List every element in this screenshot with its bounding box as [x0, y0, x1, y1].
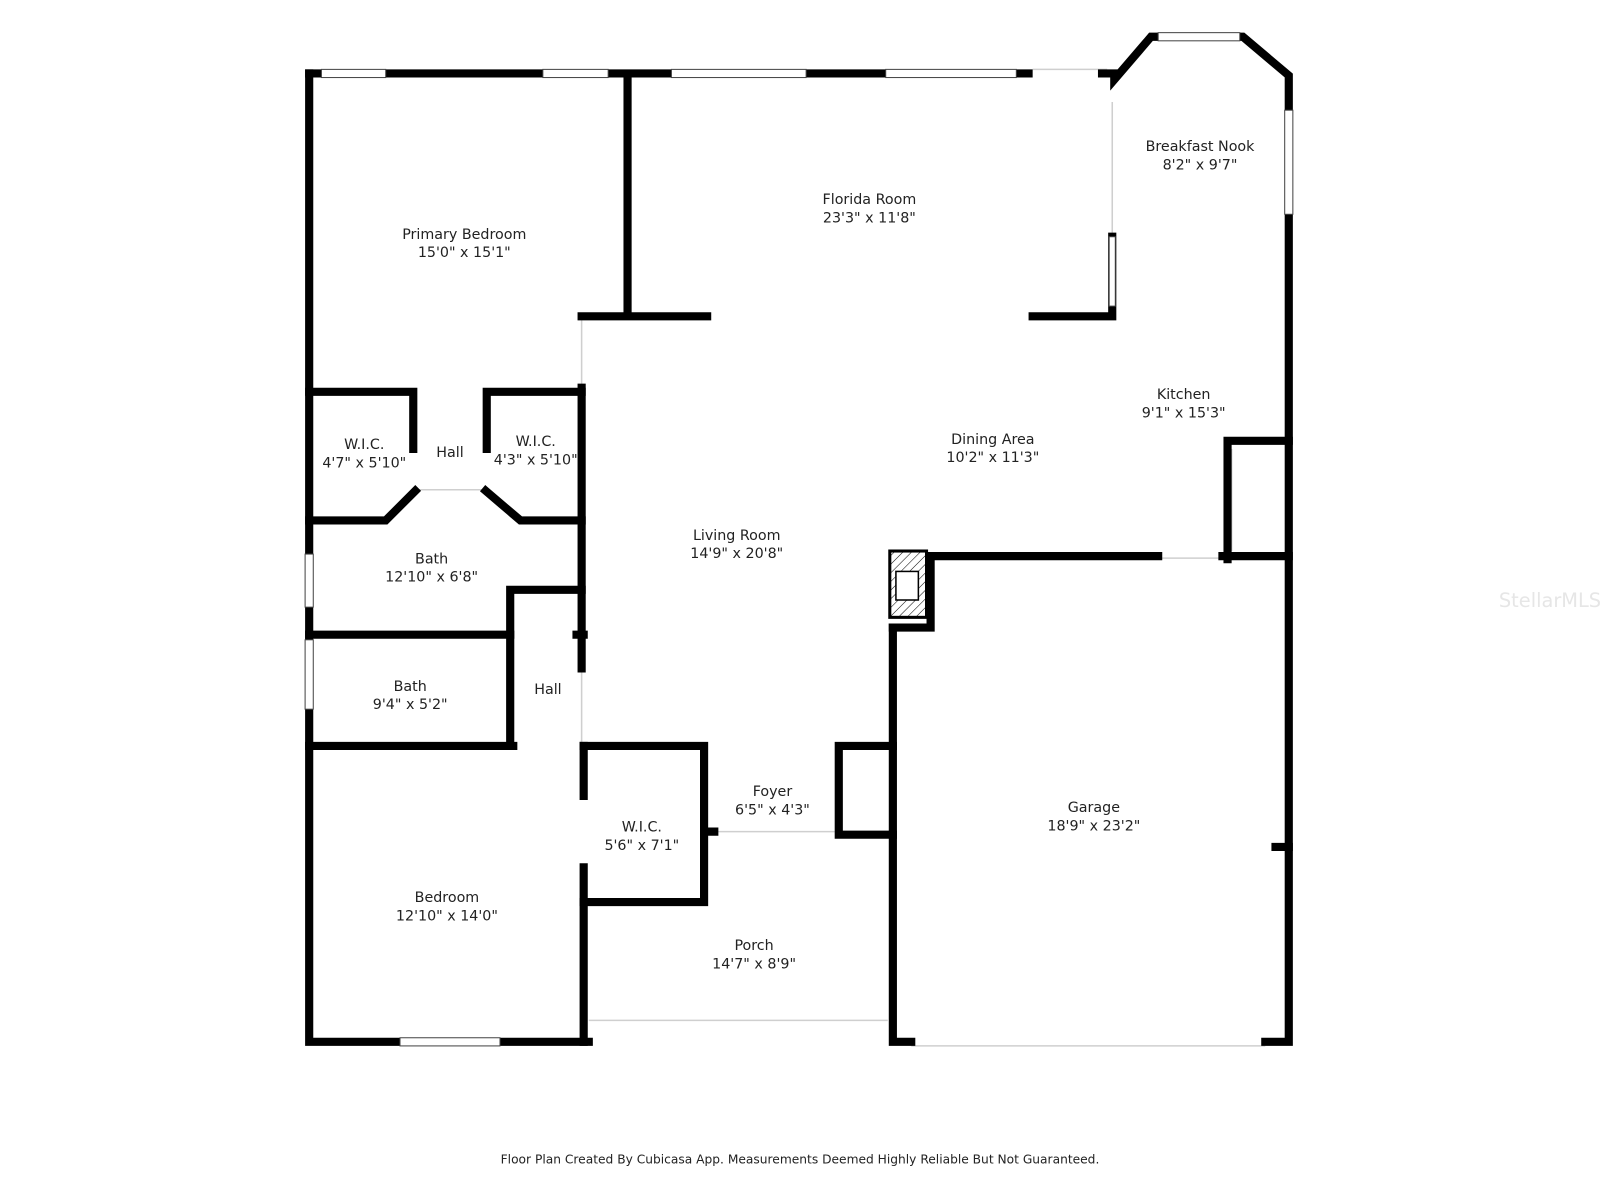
- room-florida-room: Florida Room 23'3" x 11'8": [823, 192, 917, 226]
- room-wic-1: W.I.C. 4'7" x 5'10": [322, 437, 406, 471]
- room-garage: Garage 18'9" x 23'2": [1047, 800, 1140, 834]
- room-bath-1: Bath 12'10" x 6'8": [385, 551, 478, 585]
- svg-text:Garage: Garage: [1068, 800, 1120, 816]
- svg-text:9'1" x 15'3": 9'1" x 15'3": [1142, 405, 1226, 421]
- svg-text:Breakfast Nook: Breakfast Nook: [1146, 139, 1256, 155]
- svg-text:W.I.C.: W.I.C.: [622, 820, 662, 836]
- room-hall-2: Hall: [534, 682, 561, 698]
- svg-text:18'9" x 23'2": 18'9" x 23'2": [1047, 819, 1140, 835]
- svg-text:W.I.C.: W.I.C.: [344, 437, 384, 453]
- room-hall-1: Hall: [436, 445, 463, 461]
- svg-text:Hall: Hall: [534, 682, 561, 698]
- svg-text:14'9" x 20'8": 14'9" x 20'8": [690, 546, 783, 562]
- svg-text:12'10" x 6'8": 12'10" x 6'8": [385, 570, 478, 586]
- svg-text:Bath: Bath: [394, 679, 427, 695]
- svg-text:6'5" x 4'3": 6'5" x 4'3": [735, 802, 810, 818]
- svg-text:10'2" x 11'3": 10'2" x 11'3": [946, 450, 1039, 466]
- svg-text:Porch: Porch: [734, 938, 773, 954]
- fireplace: [888, 549, 929, 619]
- svg-text:8'2" x 9'7": 8'2" x 9'7": [1163, 157, 1238, 173]
- room-wic-2: W.I.C. 4'3" x 5'10": [494, 434, 578, 468]
- svg-text:12'10" x 14'0": 12'10" x 14'0": [396, 908, 498, 924]
- svg-text:Kitchen: Kitchen: [1157, 387, 1211, 403]
- room-dining-area: Dining Area 10'2" x 11'3": [946, 432, 1039, 466]
- svg-text:14'7" x 8'9": 14'7" x 8'9": [712, 956, 796, 972]
- svg-text:Primary Bedroom: Primary Bedroom: [402, 227, 526, 243]
- room-bath-2: Bath 9'4" x 5'2": [373, 679, 448, 713]
- svg-text:Hall: Hall: [436, 445, 463, 461]
- svg-text:Living Room: Living Room: [693, 528, 781, 544]
- svg-text:Bedroom: Bedroom: [415, 890, 480, 906]
- svg-text:23'3" x 11'8": 23'3" x 11'8": [823, 210, 916, 226]
- room-foyer: Foyer 6'5" x 4'3": [735, 784, 810, 818]
- room-wic-3: W.I.C. 5'6" x 7'1": [604, 820, 679, 854]
- svg-text:9'4" x 5'2": 9'4" x 5'2": [373, 697, 448, 713]
- svg-text:Dining Area: Dining Area: [951, 432, 1034, 448]
- svg-text:W.I.C.: W.I.C.: [516, 434, 556, 450]
- room-breakfast-nook: Breakfast Nook 8'2" x 9'7": [1146, 139, 1256, 173]
- room-porch: Porch 14'7" x 8'9": [712, 938, 796, 972]
- svg-text:4'7" x 5'10": 4'7" x 5'10": [322, 455, 406, 471]
- footer-disclaimer: Floor Plan Created By Cubicasa App. Meas…: [501, 1152, 1100, 1166]
- svg-text:Bath: Bath: [415, 551, 448, 567]
- svg-text:15'0" x 15'1": 15'0" x 15'1": [418, 245, 511, 261]
- svg-text:4'3" x 5'10": 4'3" x 5'10": [494, 452, 578, 468]
- room-living-room: Living Room 14'9" x 20'8": [690, 528, 783, 562]
- svg-text:5'6" x 7'1": 5'6" x 7'1": [604, 838, 679, 854]
- room-kitchen: Kitchen 9'1" x 15'3": [1142, 387, 1226, 421]
- room-bedroom: Bedroom 12'10" x 14'0": [396, 890, 498, 924]
- watermark: StellarMLS: [1499, 589, 1600, 612]
- windows: [304, 32, 1294, 1047]
- fireplace-firebox: [895, 570, 920, 601]
- svg-text:Florida Room: Florida Room: [823, 192, 917, 208]
- room-primary-bedroom: Primary Bedroom 15'0" x 15'1": [402, 227, 526, 261]
- room-labels: Primary Bedroom 15'0" x 15'1" Florida Roo…: [322, 139, 1255, 972]
- svg-text:Foyer: Foyer: [753, 784, 793, 800]
